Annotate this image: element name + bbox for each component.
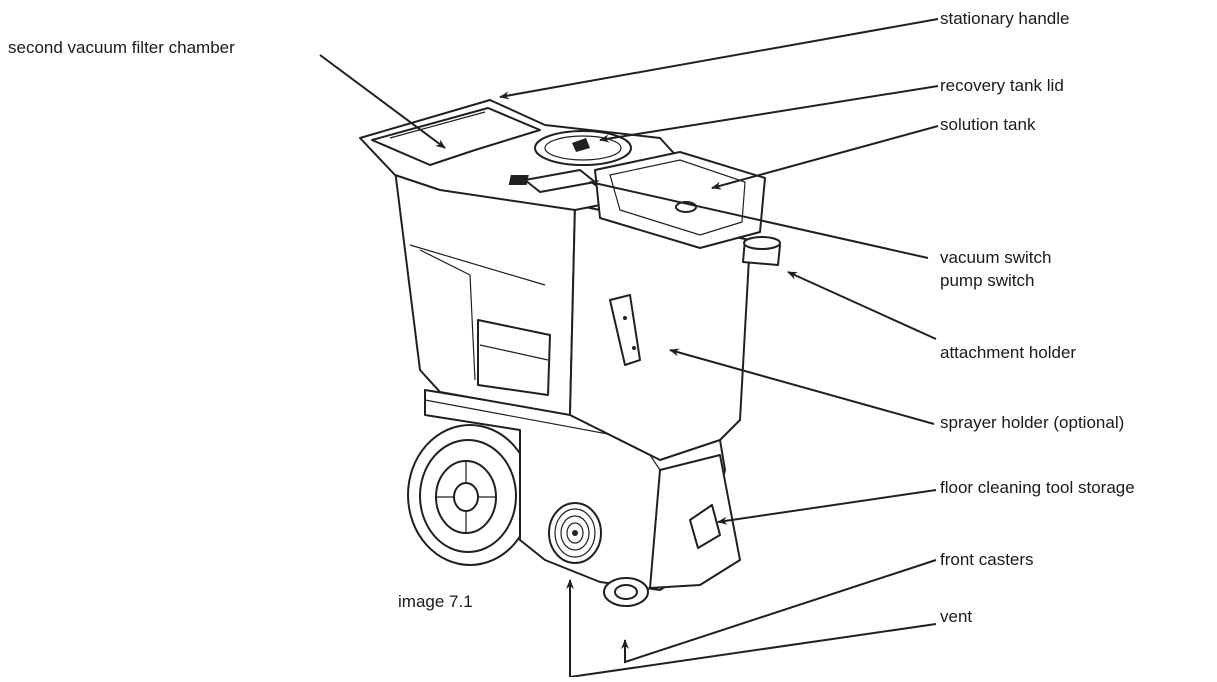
label-solution-tank: solution tank — [940, 115, 1036, 134]
leader-vacuum-pump-switch — [589, 180, 929, 259]
label-pump-switch: pump switch — [940, 271, 1035, 290]
solution-tank-top — [594, 151, 766, 249]
leader-recovery-tank-lid — [599, 85, 939, 143]
attachment-holder-shape — [742, 236, 781, 266]
leader-attachment-holder — [787, 271, 937, 340]
leader-solution-tank — [711, 125, 939, 190]
leader-lines — [319, 18, 939, 679]
label-vacuum-switch: vacuum switch — [940, 248, 1052, 267]
label-stationary-handle: stationary handle — [940, 9, 1070, 28]
leader-sprayer-holder — [669, 348, 935, 425]
vent-grille — [548, 502, 602, 564]
label-second-vacuum-filter-chamber: second vacuum filter chamber — [8, 38, 235, 57]
front-caster — [603, 577, 649, 607]
label-sprayer-holder: sprayer holder (optional) — [940, 413, 1125, 432]
label-front-casters: front casters — [940, 550, 1034, 569]
label-attachment-holder: attachment holder — [940, 343, 1077, 362]
leader-stationary-handle — [499, 18, 939, 100]
leader-floor-cleaning-tool-storage — [717, 489, 937, 525]
rear-wheel — [407, 424, 533, 566]
extractor-machine-illustration — [359, 99, 781, 607]
label-vent: vent — [940, 607, 973, 626]
leader-second-vacuum-filter-chamber — [319, 54, 446, 149]
machine-main-body — [394, 169, 576, 416]
label-floor-cleaning-tool-storage: floor cleaning tool storage — [940, 478, 1135, 497]
leader-front-casters — [621, 559, 937, 664]
tool-storage-slot — [689, 504, 721, 549]
solution-tank-body — [569, 204, 751, 461]
figure-caption: image 7.1 — [398, 592, 473, 611]
label-recovery-tank-lid: recovery tank lid — [940, 76, 1064, 95]
